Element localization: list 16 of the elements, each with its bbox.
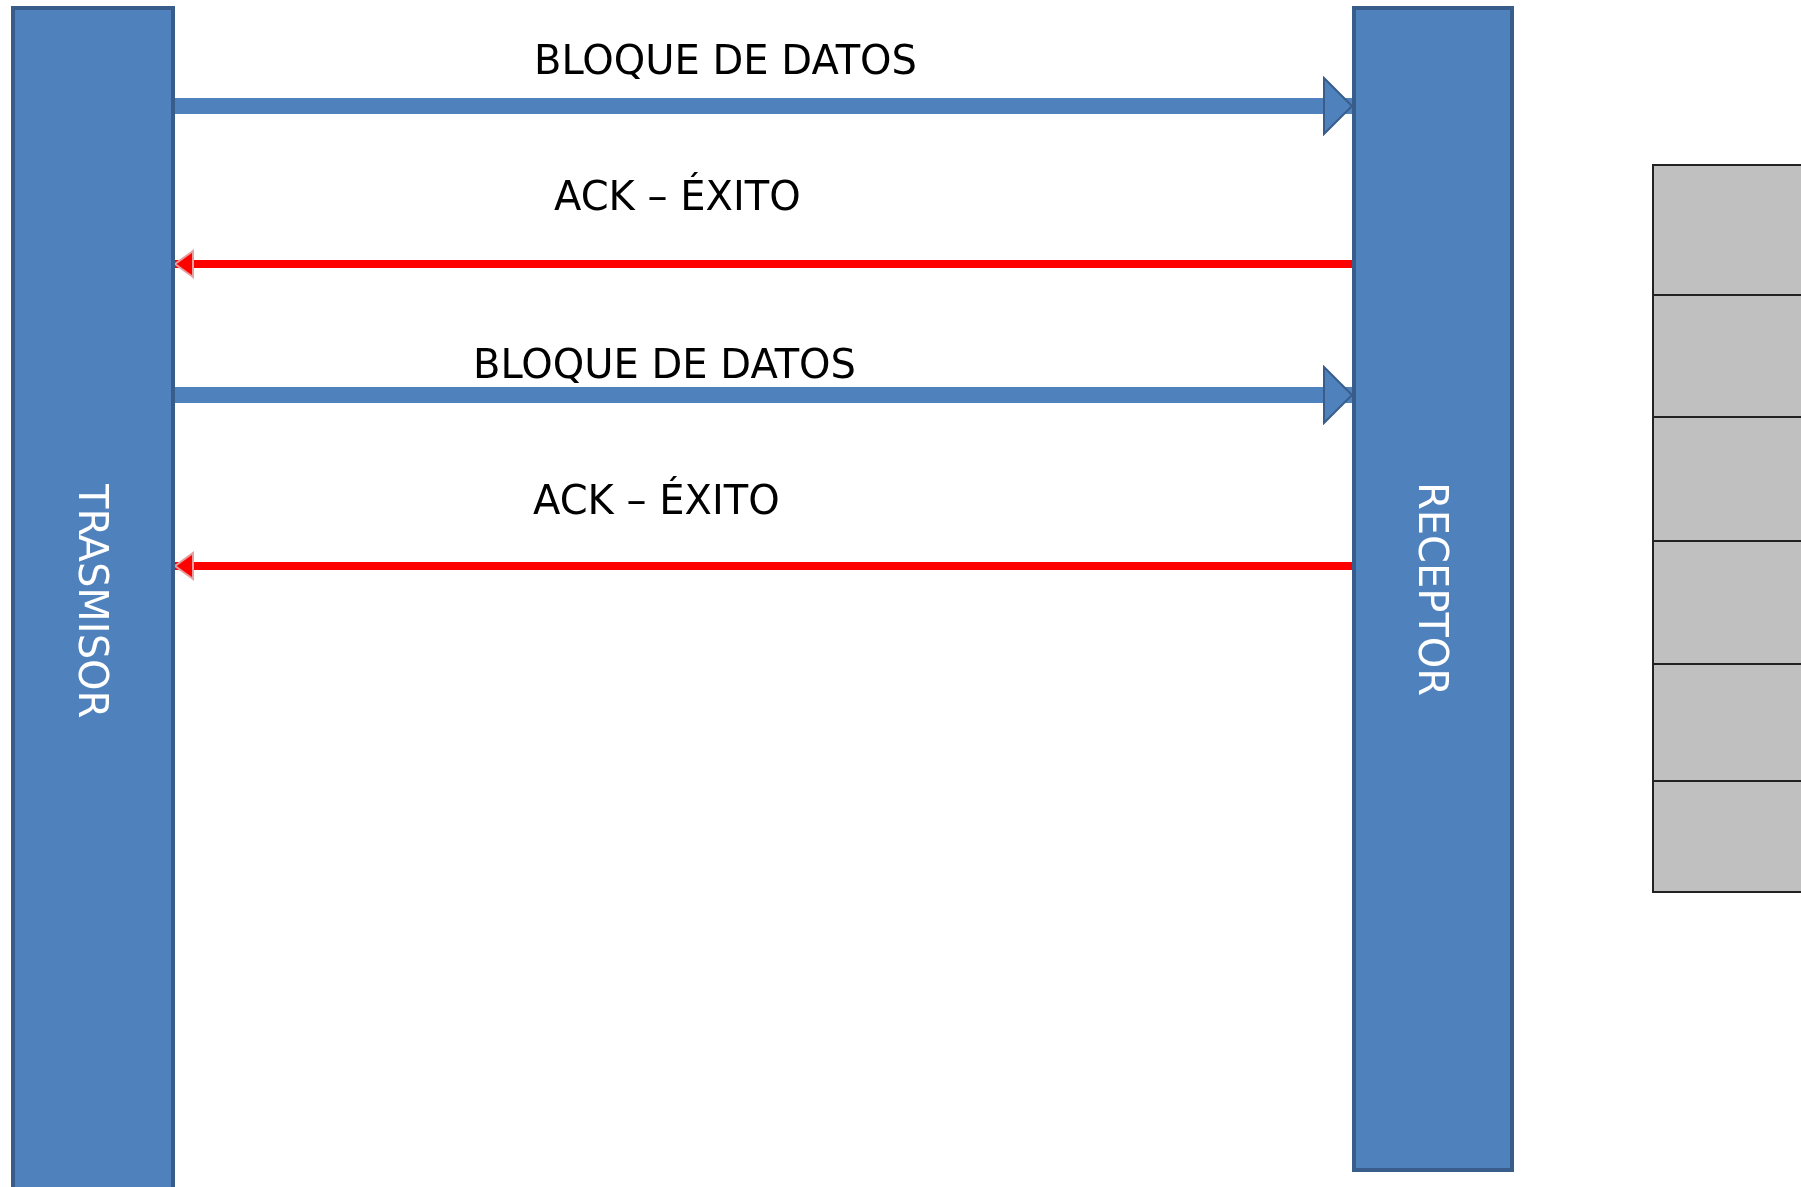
buffer-cell [1652,540,1801,665]
lifeline-bar [11,6,175,1187]
buffer-cell [1652,663,1801,782]
arrow [174,250,1352,278]
lifeline-bar [1352,6,1514,1172]
arrow [175,366,1353,424]
buffer-cell [1652,164,1801,296]
buffer-cell [1652,416,1801,542]
buffer-cell [1652,780,1801,893]
edge-label: BLOQUE DE DATOS [534,40,917,80]
lifeline-label: RECEPTOR [1410,481,1456,697]
buffer-cell [1652,294,1801,418]
arrow [174,552,1352,580]
arrow [175,77,1353,135]
edge-label: BLOQUE DE DATOS [473,344,856,384]
lifeline-label: TRASMISOR [70,483,116,719]
